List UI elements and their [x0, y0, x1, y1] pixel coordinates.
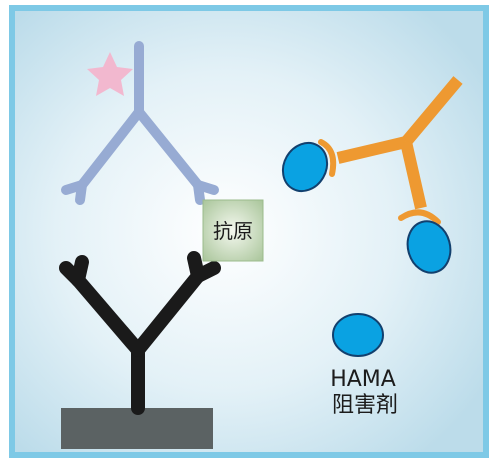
frame-border	[9, 5, 489, 458]
antigen-label: 抗原	[213, 219, 253, 243]
antigen-box	[202, 199, 264, 262]
blocker-label-line2: 阻害剤	[332, 393, 398, 418]
bound-blocker-left	[281, 141, 329, 193]
hama-binding-arcs	[318, 139, 441, 225]
free-blocker	[332, 313, 384, 357]
detection-antibody	[61, 41, 219, 205]
capture-antibody	[59, 251, 221, 415]
blocker-label-line1: HAMA	[330, 367, 396, 392]
label-star-icon	[87, 52, 133, 96]
bound-blocker-right	[406, 220, 452, 274]
hama-antibody	[336, 76, 463, 210]
